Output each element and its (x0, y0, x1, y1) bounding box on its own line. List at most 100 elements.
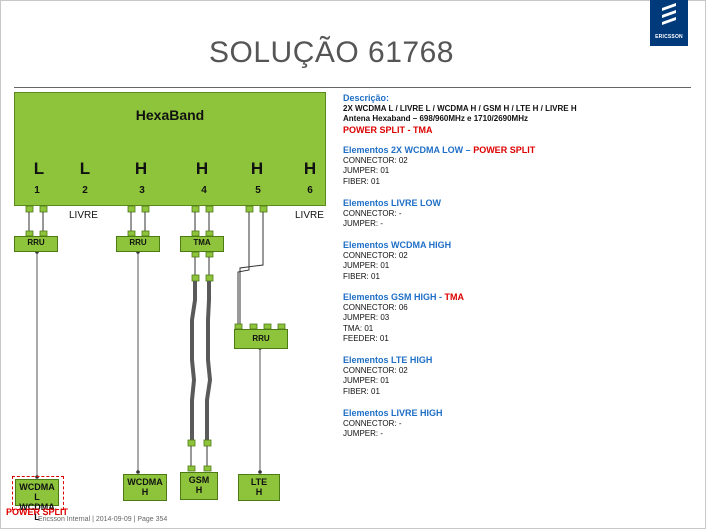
section-title: Elementos LTE HIGH (343, 355, 432, 366)
section-wcdma-low: Elementos 2X WCDMA LOW – POWER SPLIT CON… (343, 145, 535, 187)
section-line: CONNECTOR: 02 (343, 155, 408, 165)
connector (127, 205, 136, 213)
section-line: CONNECTOR: 02 (343, 250, 408, 260)
section-line: CONNECTOR: - (343, 418, 402, 428)
port-letter-3: H (134, 159, 148, 178)
connector (191, 251, 200, 258)
terminal-lte-high-line2: H (255, 487, 263, 497)
hexaband-name: HexaBand (135, 107, 205, 123)
section-line: JUMPER: 01 (343, 261, 390, 270)
rru-port1: RRU (14, 236, 58, 252)
section-gsm-high: Elementos GSM HIGH - TMA CONNECTOR: 06 J… (343, 292, 464, 345)
port-letter-6: H (303, 159, 317, 178)
terminal-wcdma-high-line1: WCDMA (127, 477, 163, 487)
section-line: CONNECTOR: 02 (343, 365, 408, 375)
connector (187, 465, 196, 472)
section-line: FEEDER: 01 (343, 334, 389, 343)
section-line: CONNECTOR: 06 (343, 302, 408, 312)
ericsson-logo-icon (662, 3, 676, 25)
port-letter-1: L (33, 159, 45, 178)
terminal-wcdma-high: WCDMA H (123, 474, 167, 501)
terminal-gsm-high: GSM H (180, 472, 218, 500)
logo-text: ERICSSON (655, 34, 683, 40)
feeder-cable (205, 281, 213, 440)
section-title-text: Elementos LIVRE HIGH (343, 408, 443, 418)
port-num-5: 5 (255, 185, 261, 196)
port-letter-2: L (79, 159, 91, 178)
section-title-red: TMA (444, 292, 465, 302)
connector (205, 205, 214, 213)
section-title: Elementos GSM HIGH - TMA (343, 292, 464, 303)
section-title-text: Elementos LIVRE LOW (343, 198, 442, 208)
connector (203, 465, 212, 472)
jumper-line (239, 212, 264, 326)
power-split-outline (12, 476, 64, 510)
connector (245, 205, 254, 213)
terminal-gsm-high-line1: GSM (188, 475, 210, 485)
description-line3: POWER SPLIT - TMA (343, 124, 433, 135)
tma-unit: TMA (180, 236, 224, 252)
terminal-wcdma-high-line2: H (141, 487, 149, 497)
fiber-node (136, 470, 140, 474)
section-title: Elementos WCDMA HIGH (343, 240, 451, 251)
description-line1: 2X WCDMA L / LIVRE L / WCDMA H / GSM H /… (343, 103, 577, 113)
section-line: JUMPER: 01 (343, 376, 390, 385)
section-title: Elementos LIVRE LOW (343, 198, 441, 209)
section-title-text: Elementos LTE HIGH (343, 355, 433, 365)
ericsson-logo: ERICSSON (650, 0, 688, 46)
terminal-wcdma-low-line1: WCDMA L (19, 482, 55, 502)
description-heading: Descrição: (343, 93, 390, 103)
terminal-wcdma-low: WCDMA L WCDMA L (15, 479, 59, 522)
hexaband-antenna: HexaBand L L H H H H 1 2 3 4 5 6 (14, 92, 326, 206)
description-line2: Antena Hexaband – 698/960MHz e 1710/2690… (343, 114, 528, 123)
rru-lower: RRU (234, 329, 288, 349)
section-livre-low: Elementos LIVRE LOW CONNECTOR: - JUMPER:… (343, 198, 441, 230)
connector (205, 274, 214, 282)
section-wcdma-high: Elementos WCDMA HIGH CONNECTOR: 02 JUMPE… (343, 240, 451, 282)
section-line: JUMPER: 01 (343, 166, 390, 175)
section-title-text: Elementos GSM HIGH - (343, 292, 445, 302)
rru-port3: RRU (116, 236, 160, 252)
connector (203, 439, 212, 447)
port-num-2: 2 (82, 185, 88, 196)
section-line: FIBER: 01 (343, 176, 380, 186)
section-title-red: POWER SPLIT (473, 145, 536, 155)
section-line: FIBER: 01 (343, 271, 380, 281)
port-num-1: 1 (34, 185, 40, 196)
section-line: FIBER: 01 (343, 386, 380, 396)
footer: Ericsson Internal | 2014-09-09 | Page 35… (38, 516, 168, 523)
section-line: JUMPER: - (343, 429, 383, 438)
title-divider (14, 87, 691, 88)
section-line: TMA: 01 (343, 323, 374, 333)
section-line: JUMPER: 03 (343, 313, 390, 322)
port-num-4: 4 (201, 185, 207, 196)
section-title-text: Elementos WCDMA HIGH (343, 240, 452, 250)
port-letter-4: H (195, 159, 209, 178)
connector (39, 205, 48, 213)
connector (187, 439, 196, 447)
terminal-lte-high: LTE H (238, 474, 280, 501)
section-title: Elementos LIVRE HIGH (343, 408, 443, 419)
feeder-cable (190, 281, 197, 440)
section-title-text: Elementos 2X WCDMA LOW – (343, 145, 474, 155)
jumper-line (237, 212, 250, 326)
section-lte-high: Elementos LTE HIGH CONNECTOR: 02 JUMPER:… (343, 355, 432, 397)
port-num-6: 6 (307, 185, 313, 196)
section-line: CONNECTOR: - (343, 208, 402, 218)
port-num-3: 3 (139, 185, 145, 196)
section-line: JUMPER: - (343, 219, 383, 228)
port-letter-5: H (250, 159, 264, 178)
livre-high-label: LIVRE (295, 210, 324, 221)
connector (191, 205, 200, 213)
terminal-gsm-high-line2: H (195, 485, 203, 495)
connector (141, 205, 150, 213)
connector (205, 251, 214, 258)
description-block: Descrição: 2X WCDMA L / LIVRE L / WCDMA … (343, 93, 577, 135)
section-title: Elementos 2X WCDMA LOW – POWER SPLIT (343, 145, 535, 156)
livre-low-label: LIVRE (69, 210, 98, 221)
power-split-label: POWER SPLIT (6, 507, 69, 517)
connector (191, 274, 200, 282)
terminal-lte-high-line1: LTE (250, 477, 268, 487)
terminal-wcdma-low-line2: WCDMA L (19, 502, 55, 522)
